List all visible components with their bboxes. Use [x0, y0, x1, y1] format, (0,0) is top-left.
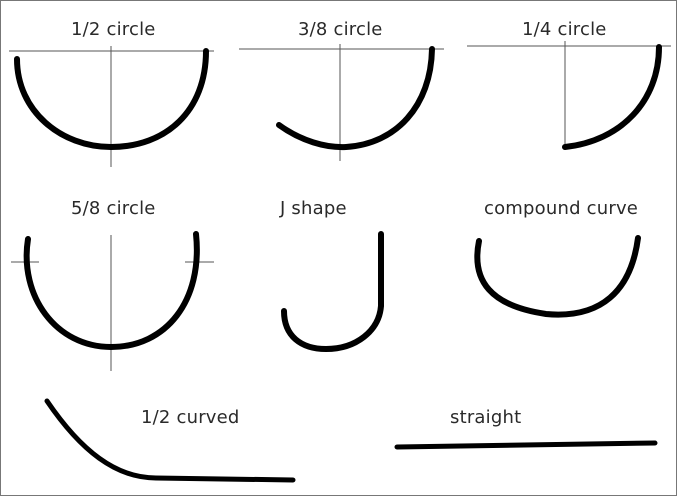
straight-needle	[394, 440, 658, 450]
compound-curve-needle	[474, 235, 641, 318]
label-straight: straight	[450, 407, 522, 428]
straight-needle-line	[394, 440, 658, 450]
label-half-circle: 1/2 circle	[71, 19, 156, 40]
compound-curve-needle-curve	[474, 235, 641, 318]
j-shape-needle	[281, 231, 384, 353]
j-shape-needle-curve	[281, 231, 384, 353]
three-eighths-needle-curve	[276, 46, 435, 151]
quarter-circle-needle	[467, 41, 671, 150]
label-j-shape: J shape	[280, 198, 347, 219]
five-eighths-needle-curve	[23, 231, 200, 351]
label-three-eighths-circle: 3/8 circle	[298, 19, 383, 40]
three-eighths-circle-needle	[239, 44, 444, 161]
label-compound-curve: compound curve	[484, 198, 639, 219]
label-five-eighths-circle: 5/8 circle	[71, 198, 156, 219]
quarter-circle-needle-curve	[562, 44, 662, 150]
half-circle-needle	[9, 46, 214, 167]
label-half-curved: 1/2 curved	[141, 407, 240, 428]
five-eighths-circle-needle	[11, 231, 214, 371]
half-circle-needle-curve	[14, 48, 209, 151]
half-curved-needle-curve	[44, 398, 296, 483]
half-curved-needle	[44, 398, 296, 483]
label-quarter-circle: 1/4 circle	[522, 19, 607, 40]
